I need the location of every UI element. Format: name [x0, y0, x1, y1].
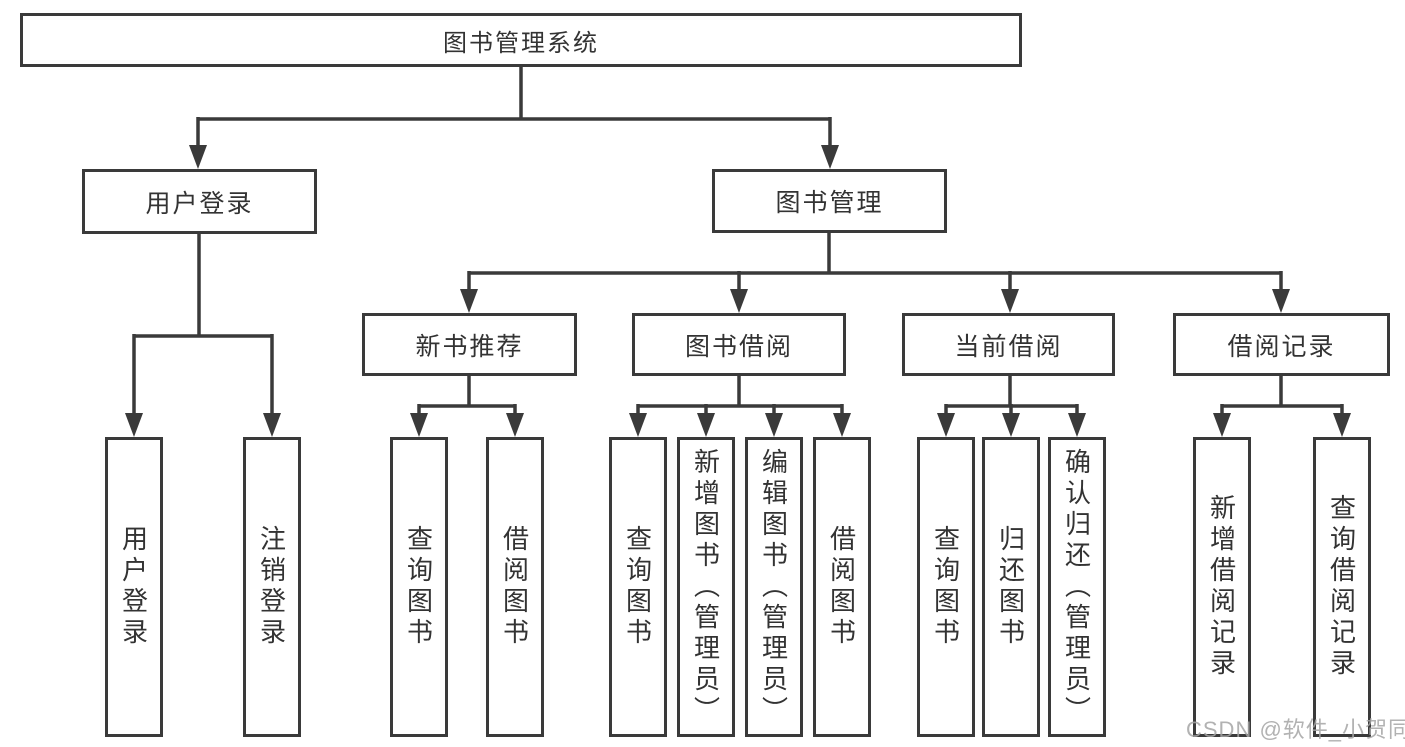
node-leaf-borrow-book-2: 借阅图书: [813, 437, 871, 737]
node-current-borrowing: 当前借阅: [902, 313, 1115, 376]
node-leaf-query-borrow-record: 查询借阅记录: [1313, 437, 1371, 737]
node-book-borrowing: 图书借阅: [632, 313, 846, 376]
node-leaf-add-borrow-record: 新增借阅记录: [1193, 437, 1251, 737]
node-leaf-borrow-book-1: 借阅图书: [486, 437, 544, 737]
node-new-book-recommend: 新书推荐: [362, 313, 577, 376]
node-leaf-query-book-1: 查询图书: [390, 437, 448, 737]
node-leaf-return-book: 归还图书: [982, 437, 1040, 737]
node-user-login: 用户登录: [82, 169, 317, 234]
node-leaf-query-book-2: 查询图书: [609, 437, 667, 737]
node-book-management: 图书管理: [712, 169, 947, 233]
node-leaf-user-login: 用户登录: [105, 437, 163, 737]
node-leaf-logout: 注销登录: [243, 437, 301, 737]
node-leaf-confirm-return-admin: 确认归还（管理员）: [1048, 437, 1106, 737]
node-library-management-system: 图书管理系统: [20, 13, 1022, 67]
csdn-watermark: CSDN @软件_小贺同学: [1186, 717, 1405, 742]
arrow-down-icons: [125, 145, 1351, 437]
node-leaf-query-book-3: 查询图书: [917, 437, 975, 737]
node-borrowing-records: 借阅记录: [1173, 313, 1390, 376]
node-leaf-edit-book-admin: 编辑图书（管理员）: [745, 437, 803, 737]
node-leaf-add-book-admin: 新增图书（管理员）: [677, 437, 735, 737]
connector-lines: [132, 65, 1344, 418]
